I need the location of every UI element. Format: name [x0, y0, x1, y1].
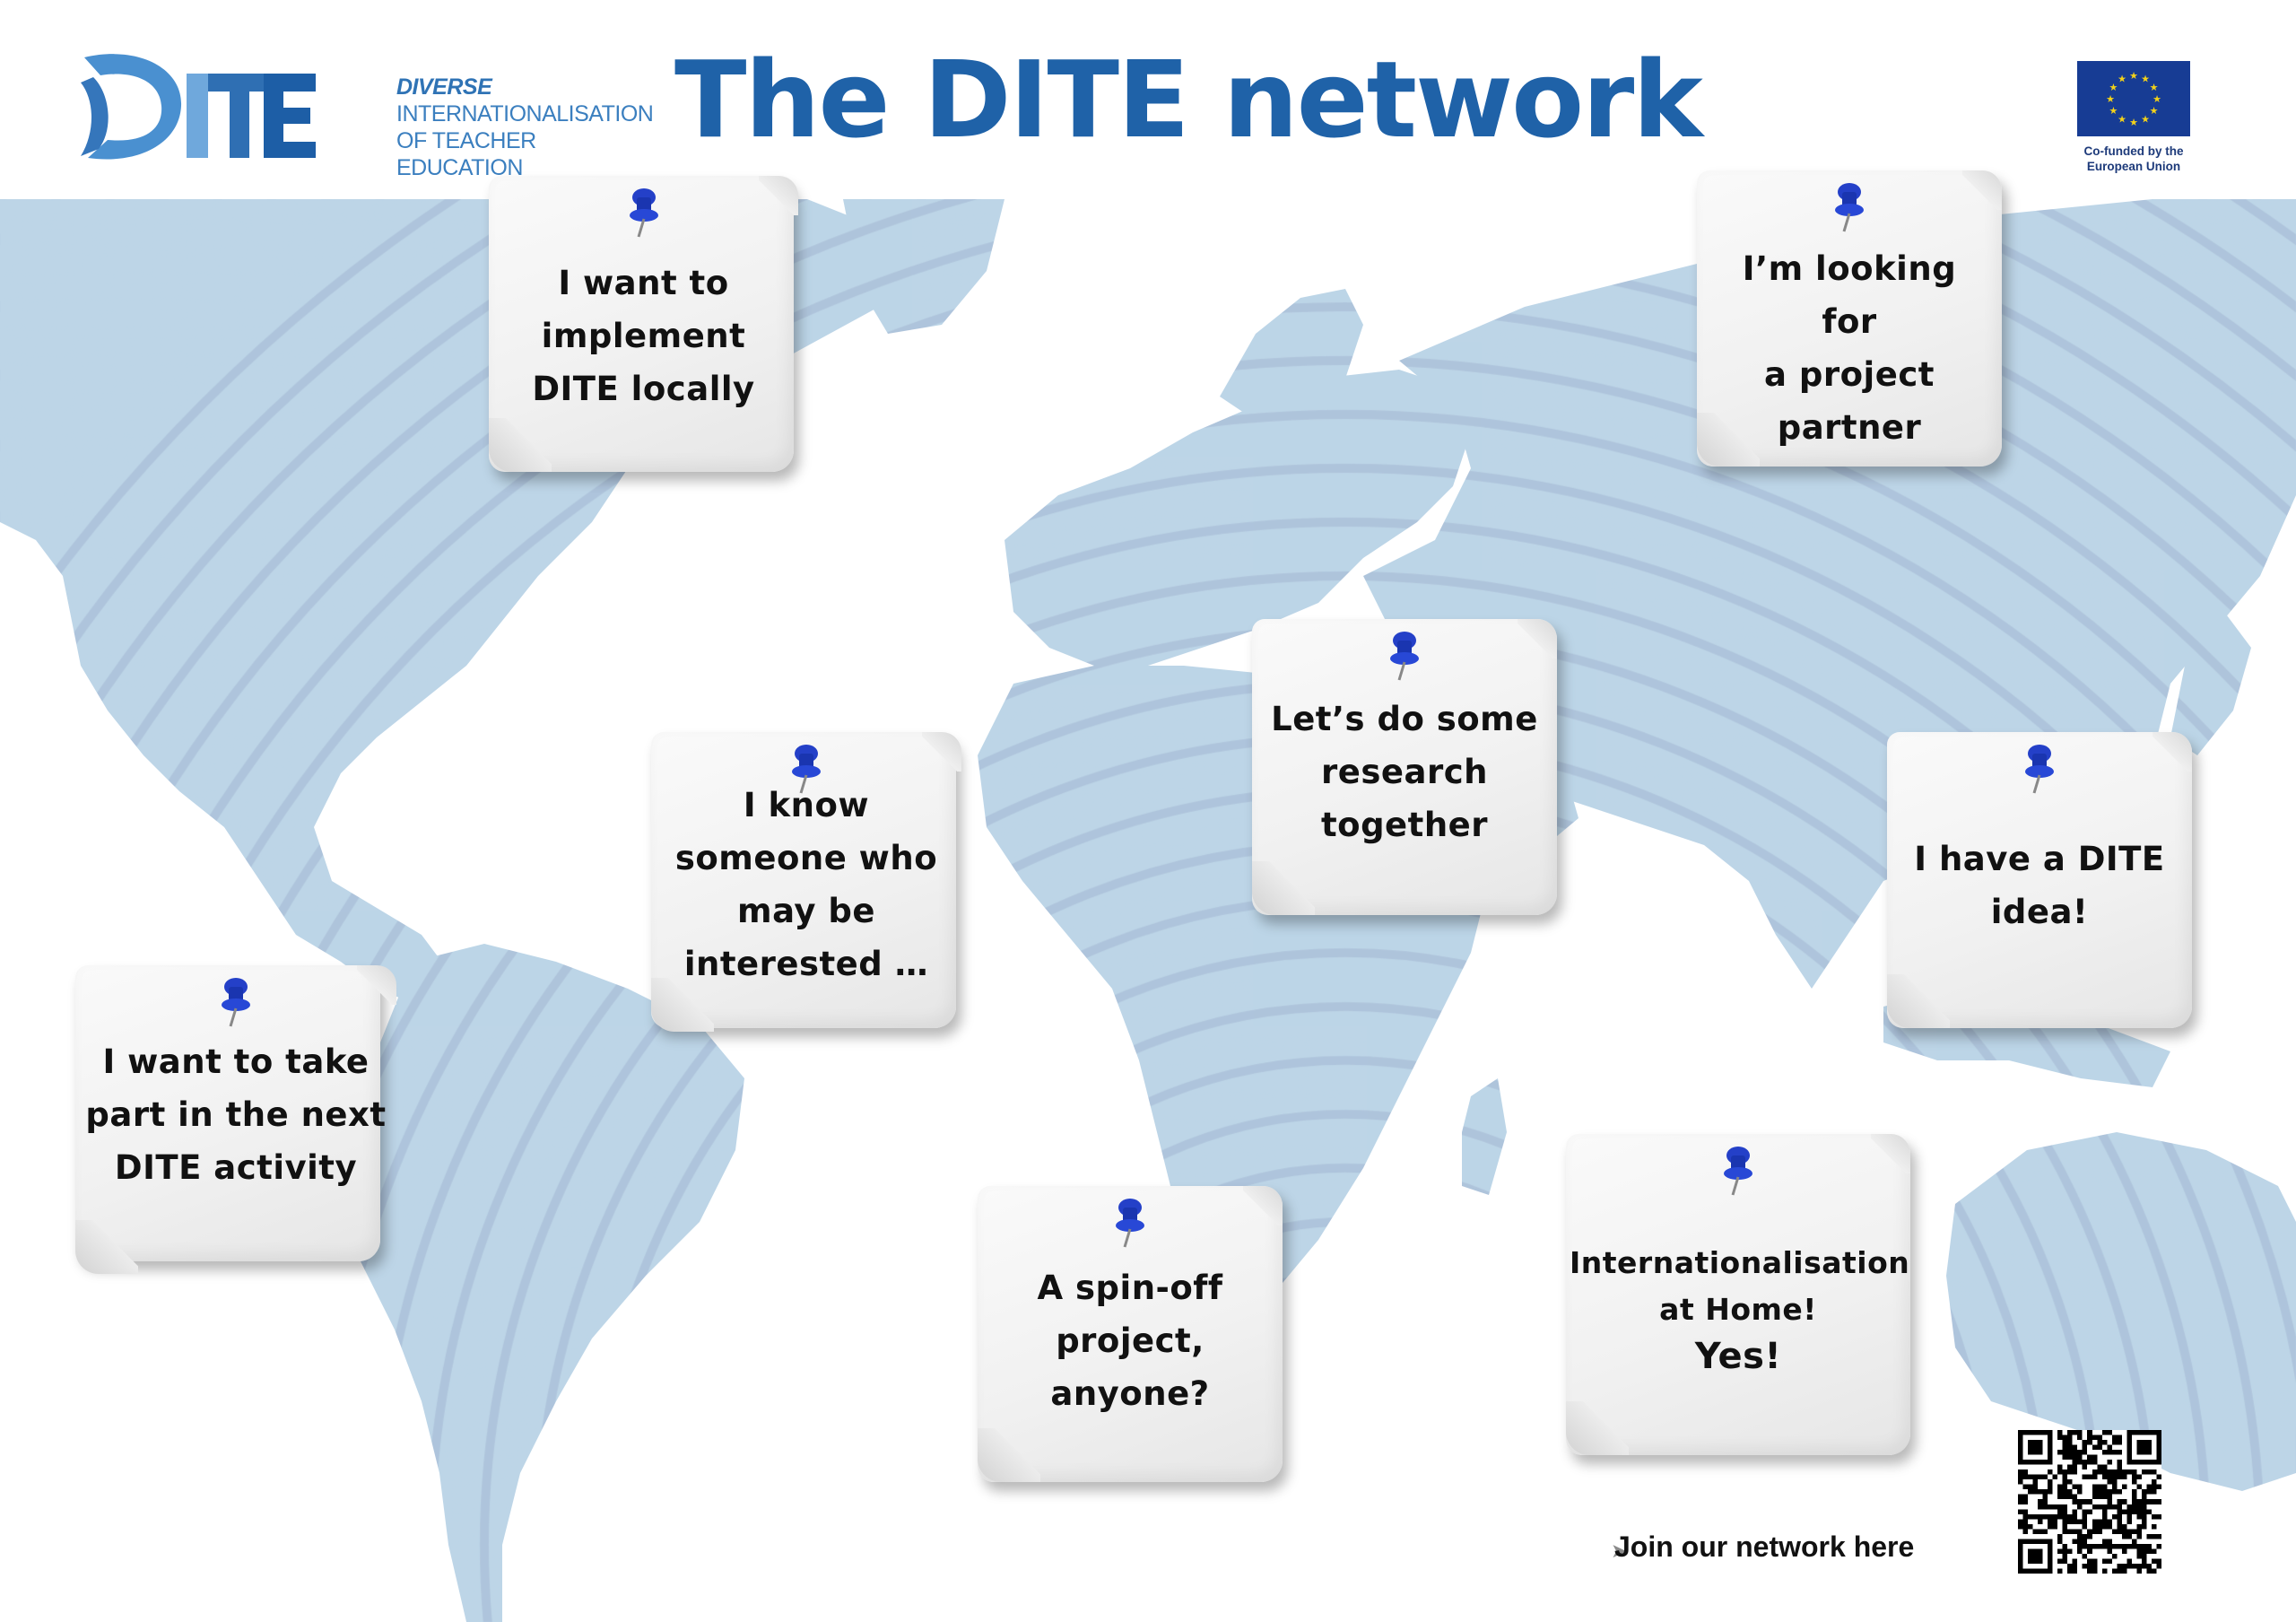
- eu-star-icon: ★: [2150, 83, 2159, 93]
- eu-caption: Co-funded by the European Union: [2075, 144, 2192, 174]
- eu-caption-line1: Co-funded by the: [2083, 144, 2184, 158]
- pushpin-icon: [1724, 1147, 1752, 1196]
- europe-shape: [1004, 370, 1471, 666]
- logo-line-teacher-education: OF TEACHER EDUCATION: [396, 128, 536, 180]
- eu-caption-line2: European Union: [2086, 160, 2181, 173]
- dite-logo: DIVERSE INTERNATIONALISATION OF TEACHER …: [75, 50, 654, 180]
- eu-star-icon: ★: [2109, 83, 2118, 93]
- pushpin-icon: [2025, 745, 2054, 794]
- pushpin-icon: [792, 745, 821, 794]
- eu-star-icon: ★: [2106, 94, 2115, 105]
- eu-star-icon: ★: [2141, 115, 2150, 126]
- pushpin-icon: [629, 188, 658, 238]
- eu-star-icon: ★: [2118, 115, 2126, 126]
- south-america-shape: [341, 944, 744, 1622]
- page-title: The DITE network: [674, 38, 1703, 161]
- pushpin-icon: [1390, 632, 1419, 681]
- pushpin-icon: [222, 978, 250, 1027]
- eu-star-icon: ★: [2118, 74, 2126, 84]
- eu-cofunded-badge: ★★★★★★★★★★★★ Co-funded by the European U…: [2075, 59, 2192, 179]
- japan-shape: [2170, 612, 2251, 755]
- eu-star-icon: ★: [2129, 118, 2138, 128]
- pushpin-icon: [1835, 183, 1864, 232]
- dite-logo-mark: [81, 54, 316, 160]
- arrow-icon: ➤: [1611, 1539, 1628, 1562]
- dite-logo-text: DIVERSE INTERNATIONALISATION OF TEACHER …: [396, 74, 654, 181]
- scandinavia-shape: [1220, 289, 1363, 432]
- pushpin-icon: [1116, 1199, 1144, 1248]
- eu-star-icon: ★: [2152, 94, 2161, 105]
- madagascar-shape: [1462, 1078, 1507, 1195]
- eu-star-icon: ★: [2109, 106, 2118, 117]
- logo-line-diverse: DIVERSE: [396, 74, 492, 100]
- eu-star-icon: ★: [2141, 74, 2150, 84]
- logo-line-internationalisation: INTERNATIONALISATION: [396, 101, 654, 126]
- eu-flag-icon: ★★★★★★★★★★★★: [2077, 61, 2190, 136]
- eu-star-icon: ★: [2129, 71, 2138, 82]
- australia-shape: [1946, 1132, 2296, 1491]
- greenland-shape: [843, 199, 1004, 334]
- eu-star-icon: ★: [2150, 106, 2159, 117]
- join-network-link[interactable]: Join our network here: [1614, 1530, 1915, 1563]
- qr-code-icon[interactable]: [2018, 1430, 2161, 1574]
